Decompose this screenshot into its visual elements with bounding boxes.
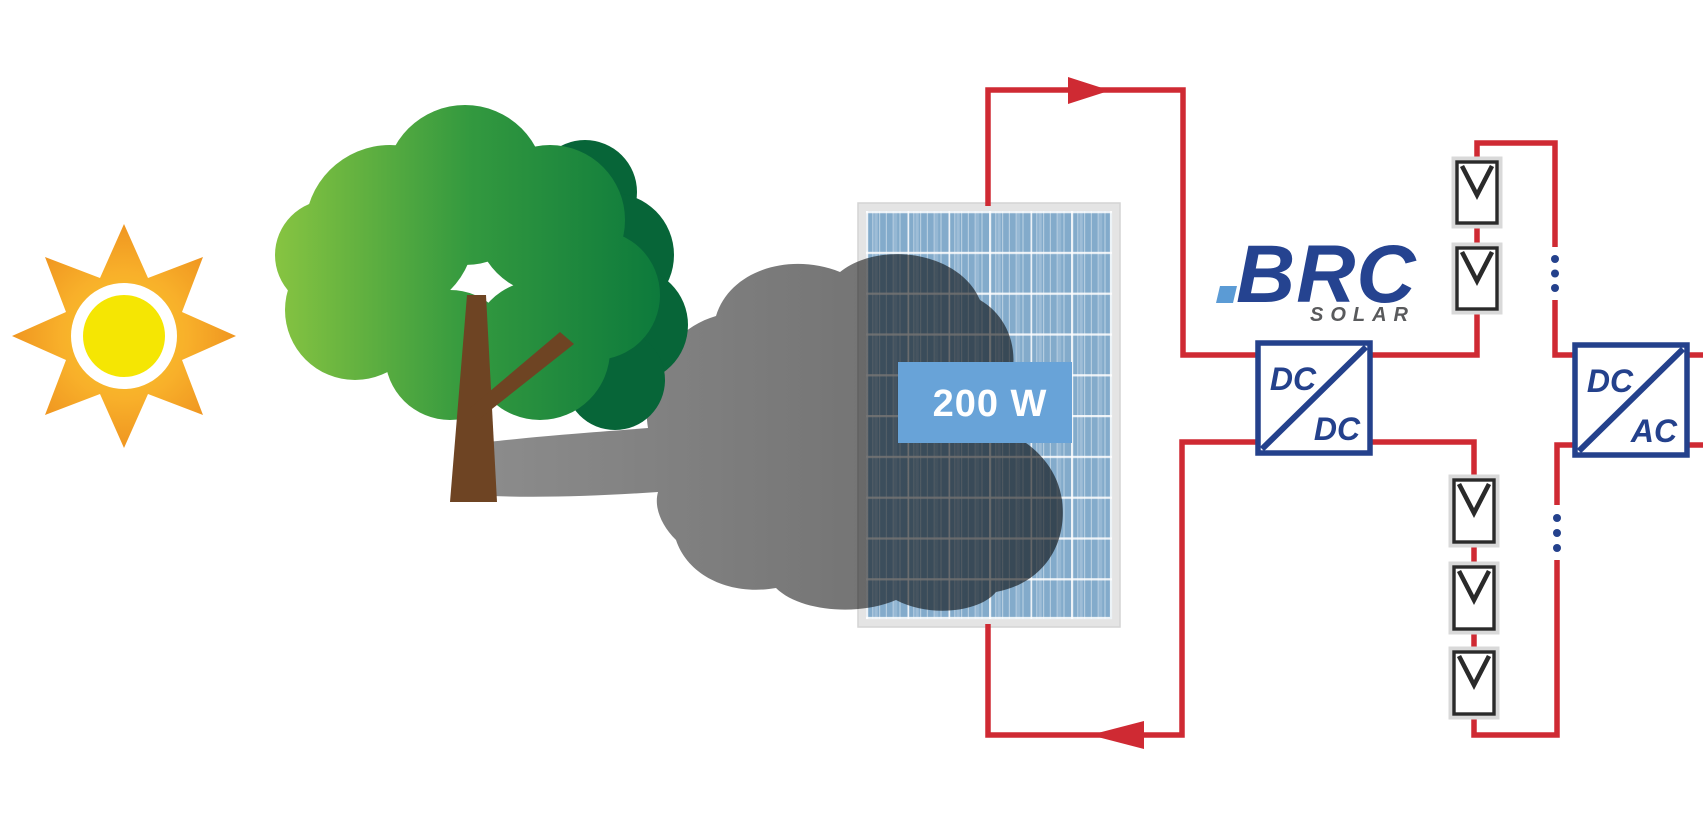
- dc-ac-inverter: DC AC: [1572, 342, 1690, 458]
- sun-icon: [12, 224, 236, 448]
- panel-top-wire: [985, 87, 1261, 358]
- dc-dc-diagonal: [1259, 344, 1369, 452]
- string-continuation-dots-lower: [1553, 514, 1561, 552]
- panel-cell-gridline-right: [866, 211, 1113, 620]
- upper-string-wire: [1367, 140, 1578, 358]
- dc-dc-top-label: DC: [1270, 361, 1317, 397]
- pv-module-icon: [1448, 561, 1500, 635]
- logo-wordmark: BRC: [1236, 229, 1417, 320]
- current-arrow-left-icon: [1090, 721, 1144, 749]
- dc-ac-top-label: DC: [1587, 363, 1634, 399]
- wiring: [985, 87, 1703, 738]
- panel-power-label-text: 200 W: [933, 383, 1048, 425]
- brc-logo: BRC SOLAR: [1216, 229, 1417, 326]
- upper-string: [1451, 156, 1503, 315]
- dc-ac-diagonal: [1576, 346, 1686, 454]
- panel-power-label-bg: [898, 362, 1072, 443]
- string-continuation-dots-upper: [1551, 255, 1559, 292]
- sun-core: [83, 295, 165, 377]
- dc-ac-bottom-label: AC: [1630, 413, 1678, 449]
- dc-dc-converter: DC DC: [1255, 340, 1373, 456]
- panel-bottom-wire: [985, 439, 1261, 738]
- pv-module-icon: [1451, 156, 1503, 229]
- tree-shadow: [488, 254, 1063, 611]
- logo-subtitle: SOLAR: [1310, 304, 1415, 326]
- lower-string-wire: [1367, 439, 1578, 738]
- tree-icon: [275, 105, 688, 502]
- lower-string: [1448, 474, 1500, 720]
- pv-module-icon: [1448, 474, 1500, 548]
- dc-dc-bottom-label: DC: [1314, 411, 1361, 447]
- tree-trunk: [450, 295, 574, 502]
- current-arrow-right-icon: [1068, 77, 1110, 104]
- panel-power-label: 200 W: [898, 362, 1072, 443]
- pv-module-icon: [1448, 646, 1500, 720]
- pv-module-icon: [1451, 242, 1503, 315]
- logo-accent-square-icon: [1216, 286, 1237, 303]
